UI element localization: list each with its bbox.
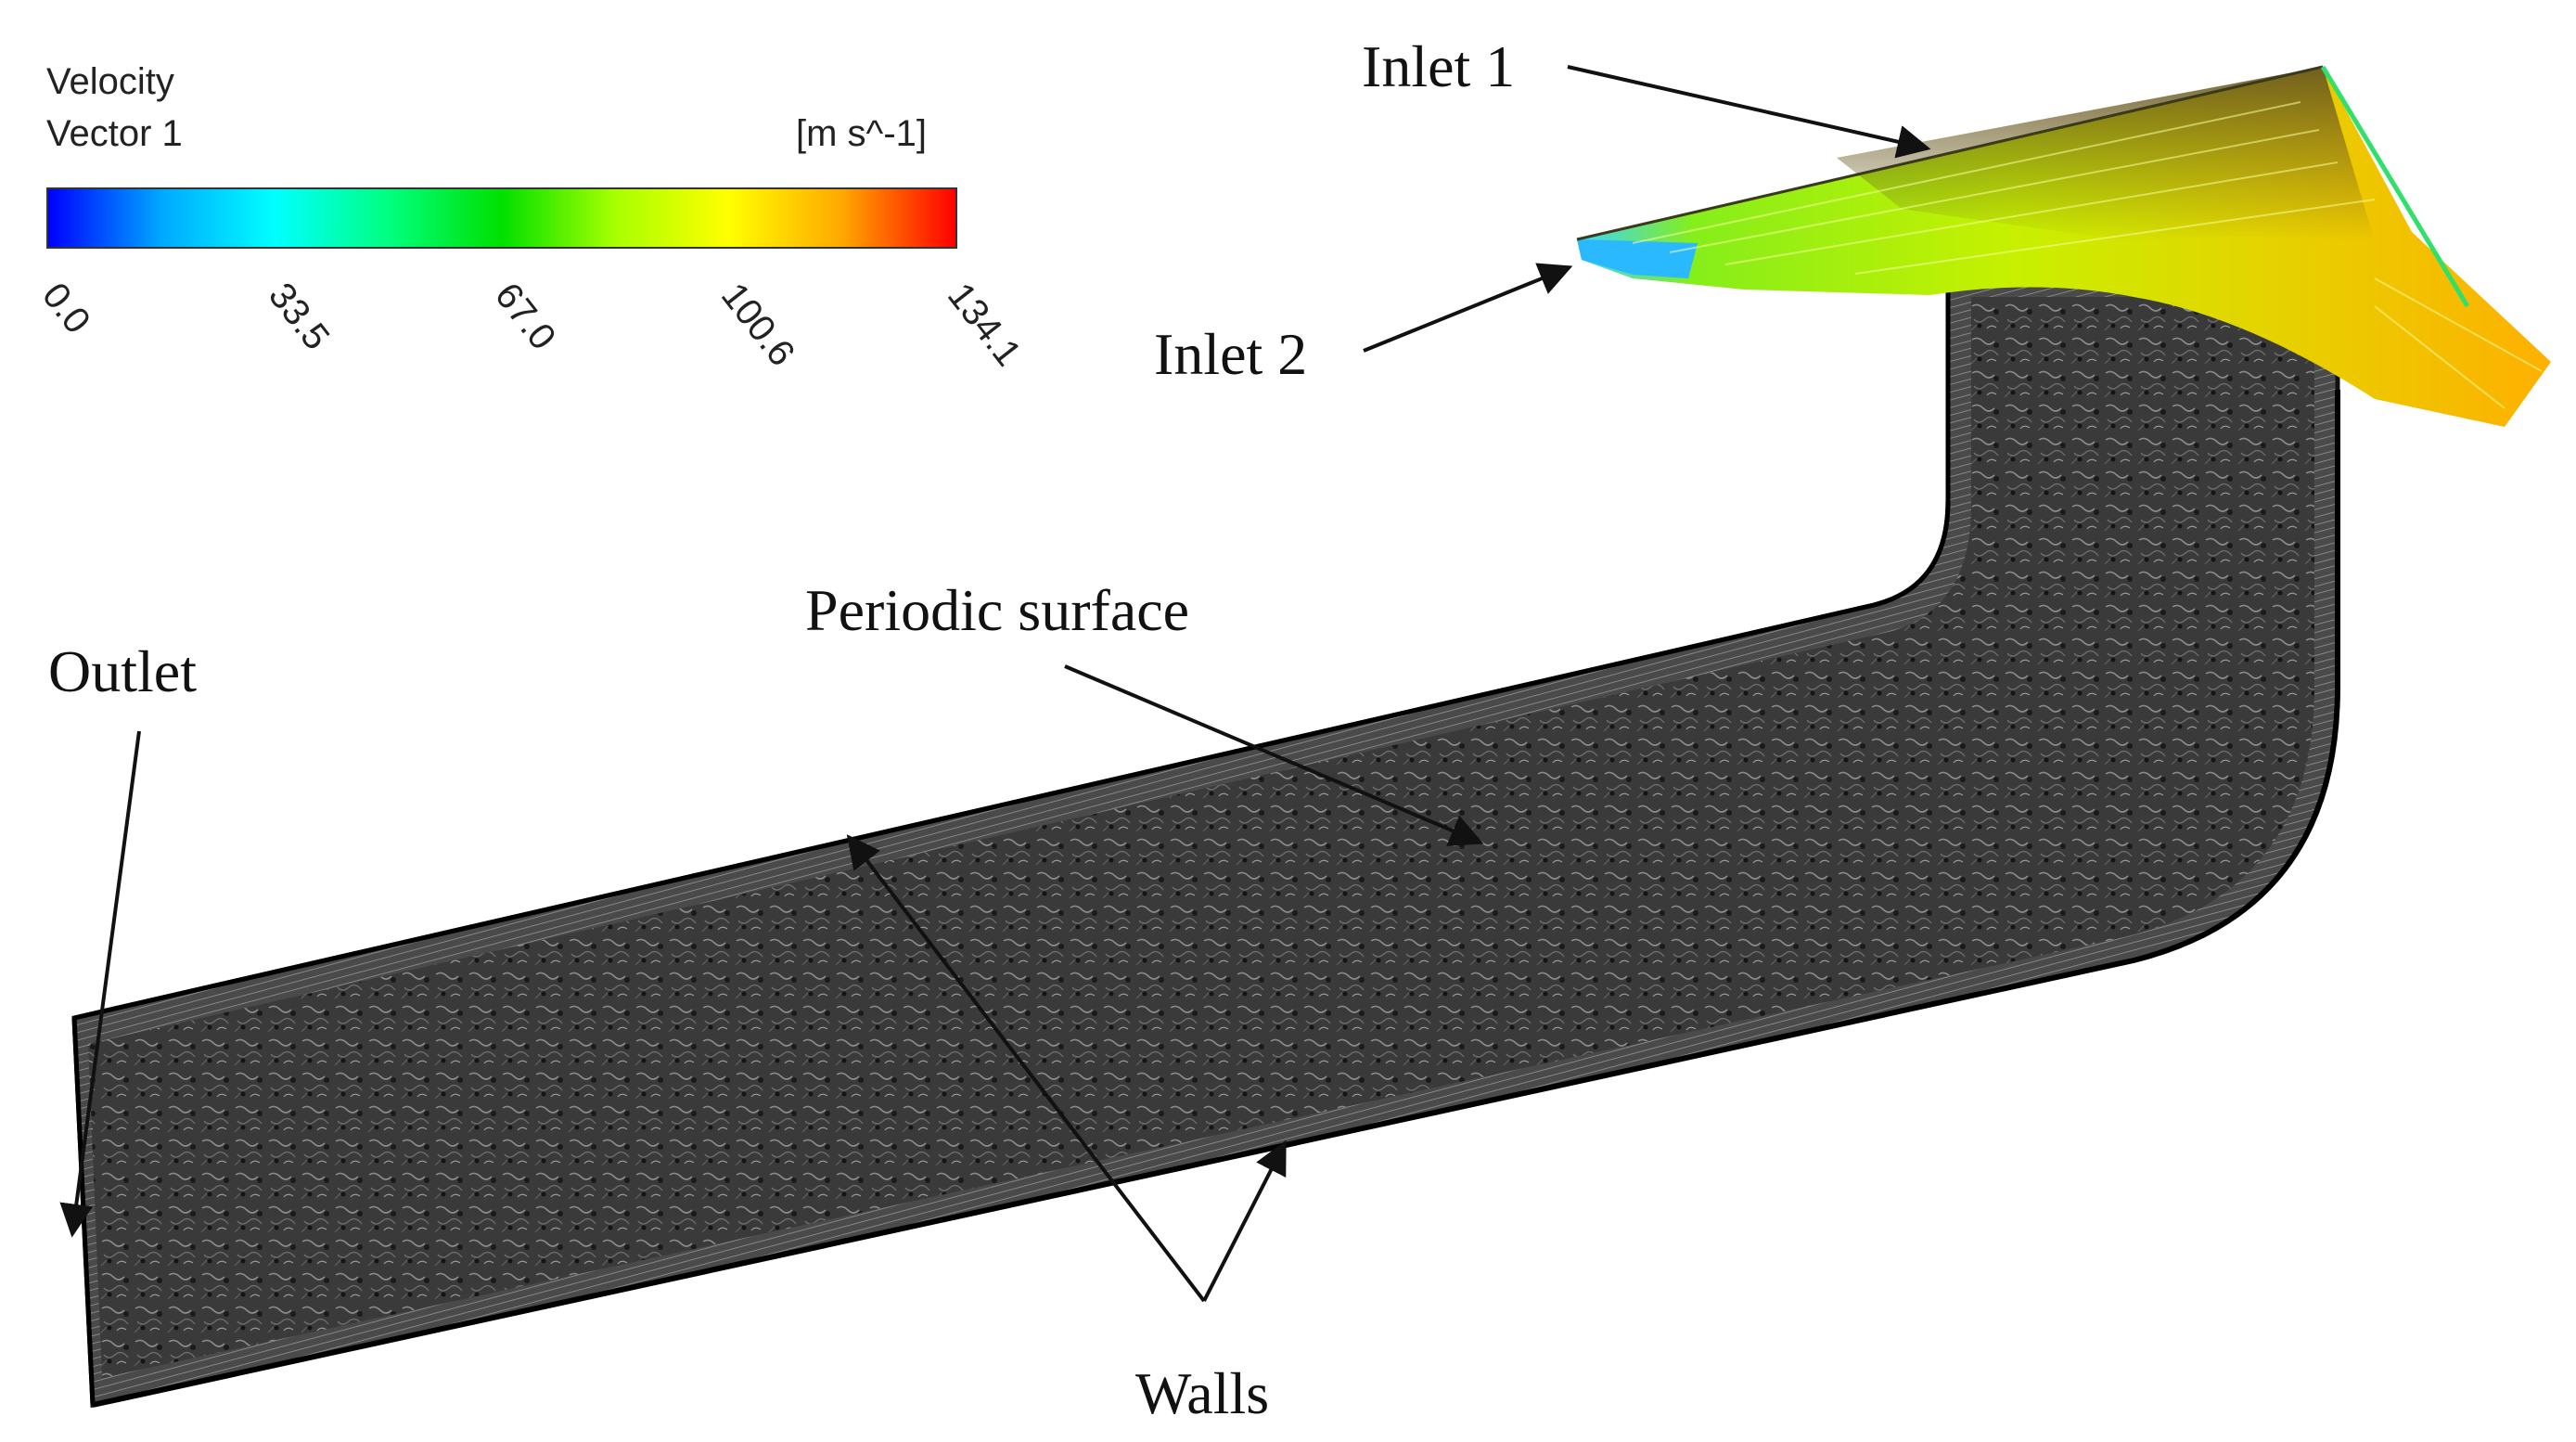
walls-arrow-top: [846, 834, 1206, 1303]
legend-title: Velocity: [46, 61, 174, 102]
outlet-arrow: [59, 730, 141, 1238]
inlet1-label: Inlet 1: [1362, 33, 1516, 99]
walls-label: Walls: [1135, 1360, 1270, 1426]
pipe-interior: [88, 297, 2314, 1378]
periodic-surface-label: Periodic surface: [805, 577, 1190, 643]
inlet1-arrow: [1567, 65, 1931, 159]
periodic-surface-arrow: [1064, 664, 1484, 846]
walls-arrow-bottom: [1202, 1139, 1287, 1302]
inlet2-label: Inlet 2: [1154, 321, 1308, 387]
legend-subtitle: Vector 1: [46, 113, 183, 154]
inlet-flow-shadow: [1837, 67, 2375, 241]
outlet-label: Outlet: [48, 638, 197, 704]
legend-unit: [m s^-1]: [796, 113, 927, 154]
inlet2-flow-vectors: [1577, 239, 1698, 278]
inlet2-arrow: [1363, 263, 1573, 353]
velocity-colorbar: [46, 187, 957, 249]
